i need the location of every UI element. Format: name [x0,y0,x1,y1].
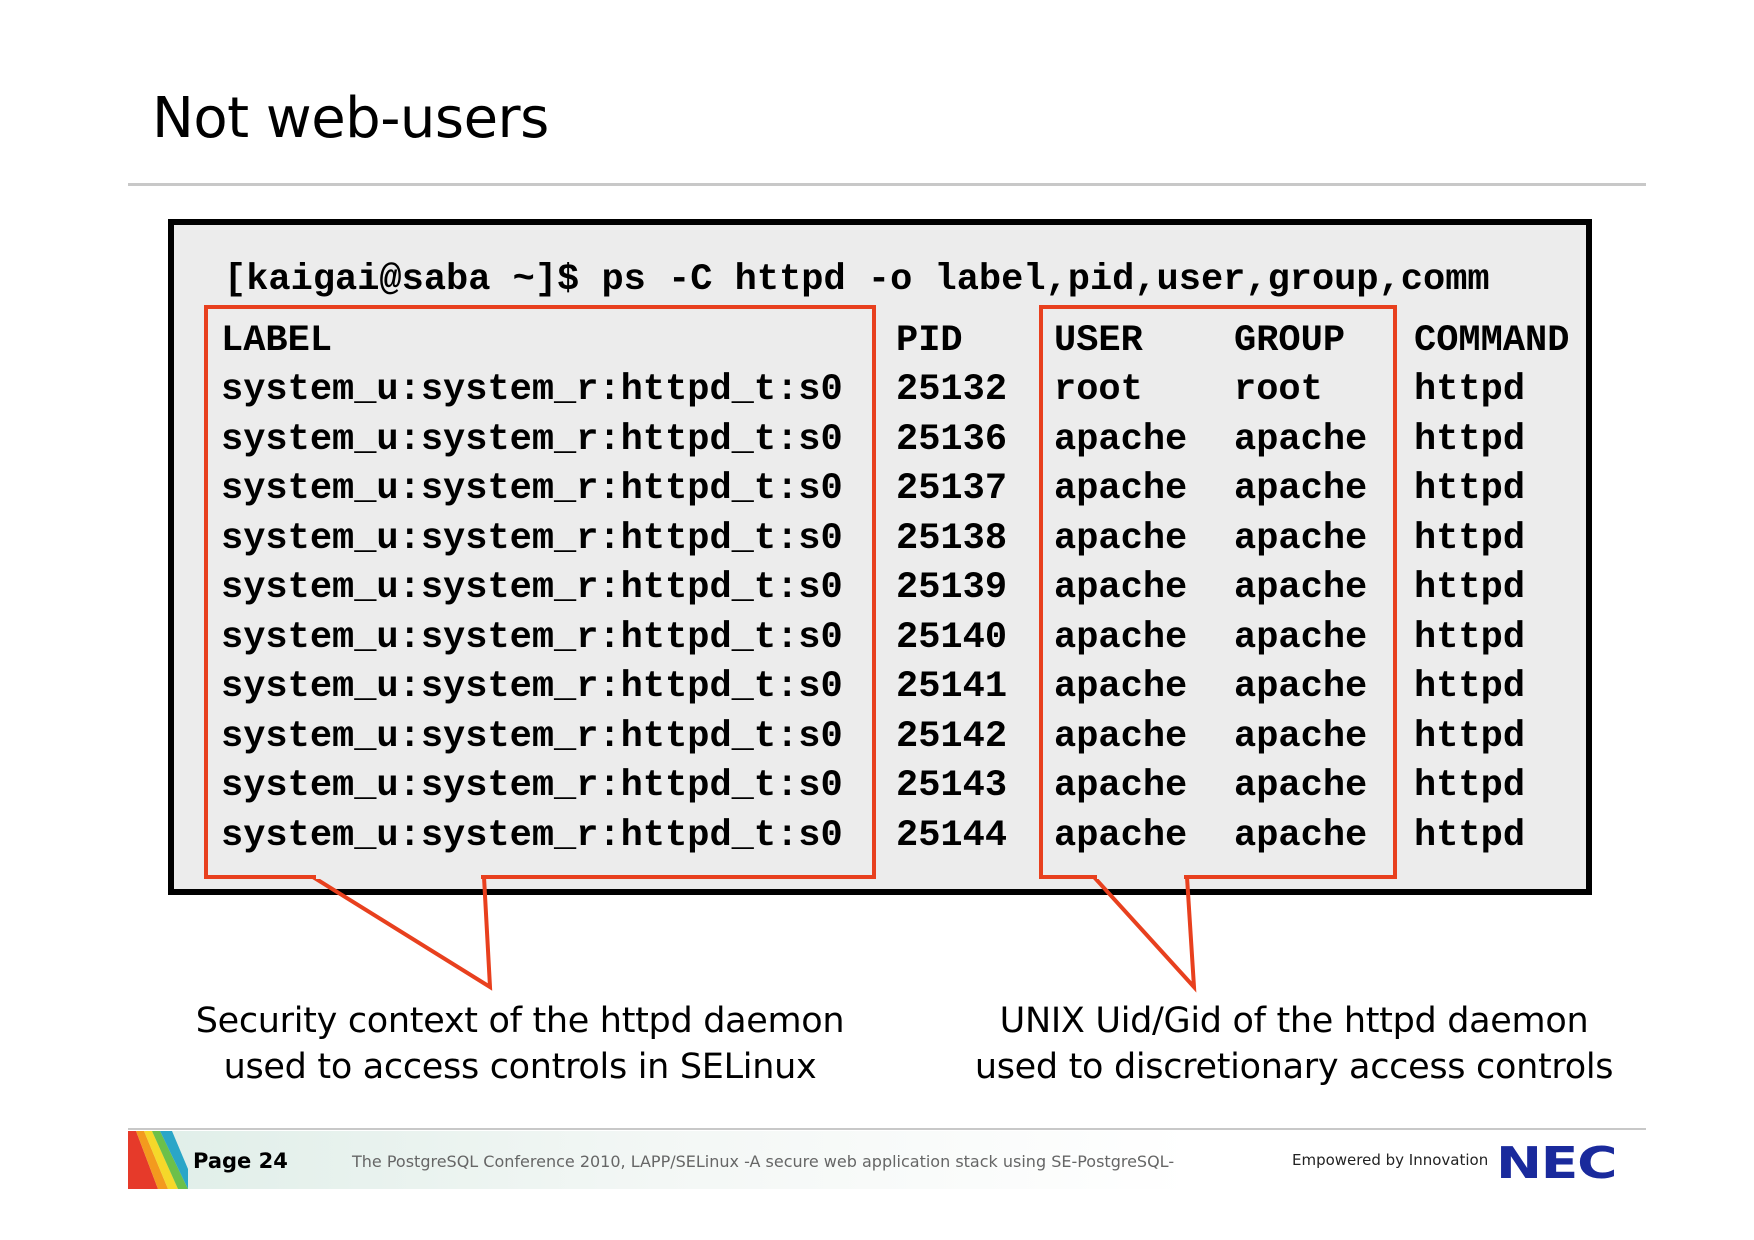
left-caption-line2: used to access controls in SELinux [223,1047,817,1087]
left-caption-line1: Security context of the httpd daemon [195,1001,845,1041]
cell-group: apache [1234,765,1368,807]
column-header-label: LABEL [221,320,333,362]
cell-pid: 25138 [896,517,1008,560]
cell-user: apache [1054,666,1188,708]
cell-pid: 25140 [896,616,1008,659]
cell-command: httpd [1414,666,1526,708]
cell-group: apache [1234,567,1368,609]
cell-label: system_u:system_r:httpd_t:s0 [221,765,843,807]
cell-user: root [1054,369,1143,411]
cell-pid: 25132 [896,369,1008,411]
cell-label: system_u:system_r:httpd_t:s0 [221,616,843,659]
slide-title: Not web-users [152,86,549,151]
conference-title: The PostgreSQL Conference 2010, LAPP/SEL… [352,1152,1175,1171]
cell-command: httpd [1414,814,1526,857]
cell-group: apache [1234,616,1368,659]
cell-group: apache [1234,418,1368,461]
right-caption-line1: UNIX Uid/Gid of the httpd daemon [999,1001,1589,1041]
cell-label: system_u:system_r:httpd_t:s0 [221,814,843,857]
brand-tagline: Empowered by Innovation [1292,1151,1489,1169]
cell-user: apache [1054,616,1188,659]
column-header-user: USER [1054,320,1143,362]
terminal-command: [kaigai@saba ~]$ ps -C httpd -o label,pi… [224,259,1490,301]
cell-command: httpd [1414,616,1526,659]
cell-command: httpd [1414,765,1526,807]
cell-pid: 25142 [896,715,1008,758]
cell-command: httpd [1414,369,1526,411]
user-group-column-highlight [1039,305,1397,879]
cell-user: apache [1054,765,1188,807]
cell-group: root [1234,369,1323,411]
cell-label: system_u:system_r:httpd_t:s0 [221,715,843,758]
nec-logo: NEC [1496,1138,1617,1189]
cell-group: apache [1234,666,1368,708]
footer-stripes-decoration [128,1131,188,1189]
cell-group: apache [1234,468,1368,510]
title-divider [128,183,1646,186]
terminal-output-box [168,219,1592,895]
page-number: Page 24 [193,1149,288,1173]
cell-label: system_u:system_r:httpd_t:s0 [221,517,843,560]
label-column-highlight [204,305,876,879]
column-header-command: COMMAND [1414,320,1570,362]
cell-user: apache [1054,468,1188,510]
cell-label: system_u:system_r:httpd_t:s0 [221,418,843,461]
cell-pid: 25137 [896,468,1008,510]
cell-command: httpd [1414,517,1526,560]
cell-pid: 25136 [896,418,1008,461]
footer-band [128,1131,1646,1189]
column-header-pid: PID [896,320,963,362]
left-callout-caption: Security context of the httpd daemon use… [170,998,870,1090]
cell-command: httpd [1414,468,1526,510]
right-callout-caption: UNIX Uid/Gid of the httpd daemon used to… [924,998,1664,1090]
cell-user: apache [1054,517,1188,560]
cell-command: httpd [1414,418,1526,461]
cell-label: system_u:system_r:httpd_t:s0 [221,468,843,510]
column-header-group: GROUP [1234,320,1346,362]
right-caption-line2: used to discretionary access controls [974,1047,1614,1087]
cell-user: apache [1054,418,1188,461]
cell-user: apache [1054,715,1188,758]
cell-command: httpd [1414,567,1526,609]
cell-pid: 25143 [896,765,1008,807]
cell-command: httpd [1414,715,1526,758]
cell-pid: 25144 [896,814,1008,857]
cell-group: apache [1234,814,1368,857]
cell-label: system_u:system_r:httpd_t:s0 [221,369,843,411]
cell-user: apache [1054,567,1188,609]
cell-group: apache [1234,715,1368,758]
cell-pid: 25139 [896,567,1008,609]
footer-divider [128,1128,1646,1130]
cell-label: system_u:system_r:httpd_t:s0 [221,567,843,609]
cell-group: apache [1234,517,1368,560]
cell-label: system_u:system_r:httpd_t:s0 [221,666,843,708]
cell-user: apache [1054,814,1188,857]
cell-pid: 25141 [896,666,1008,708]
